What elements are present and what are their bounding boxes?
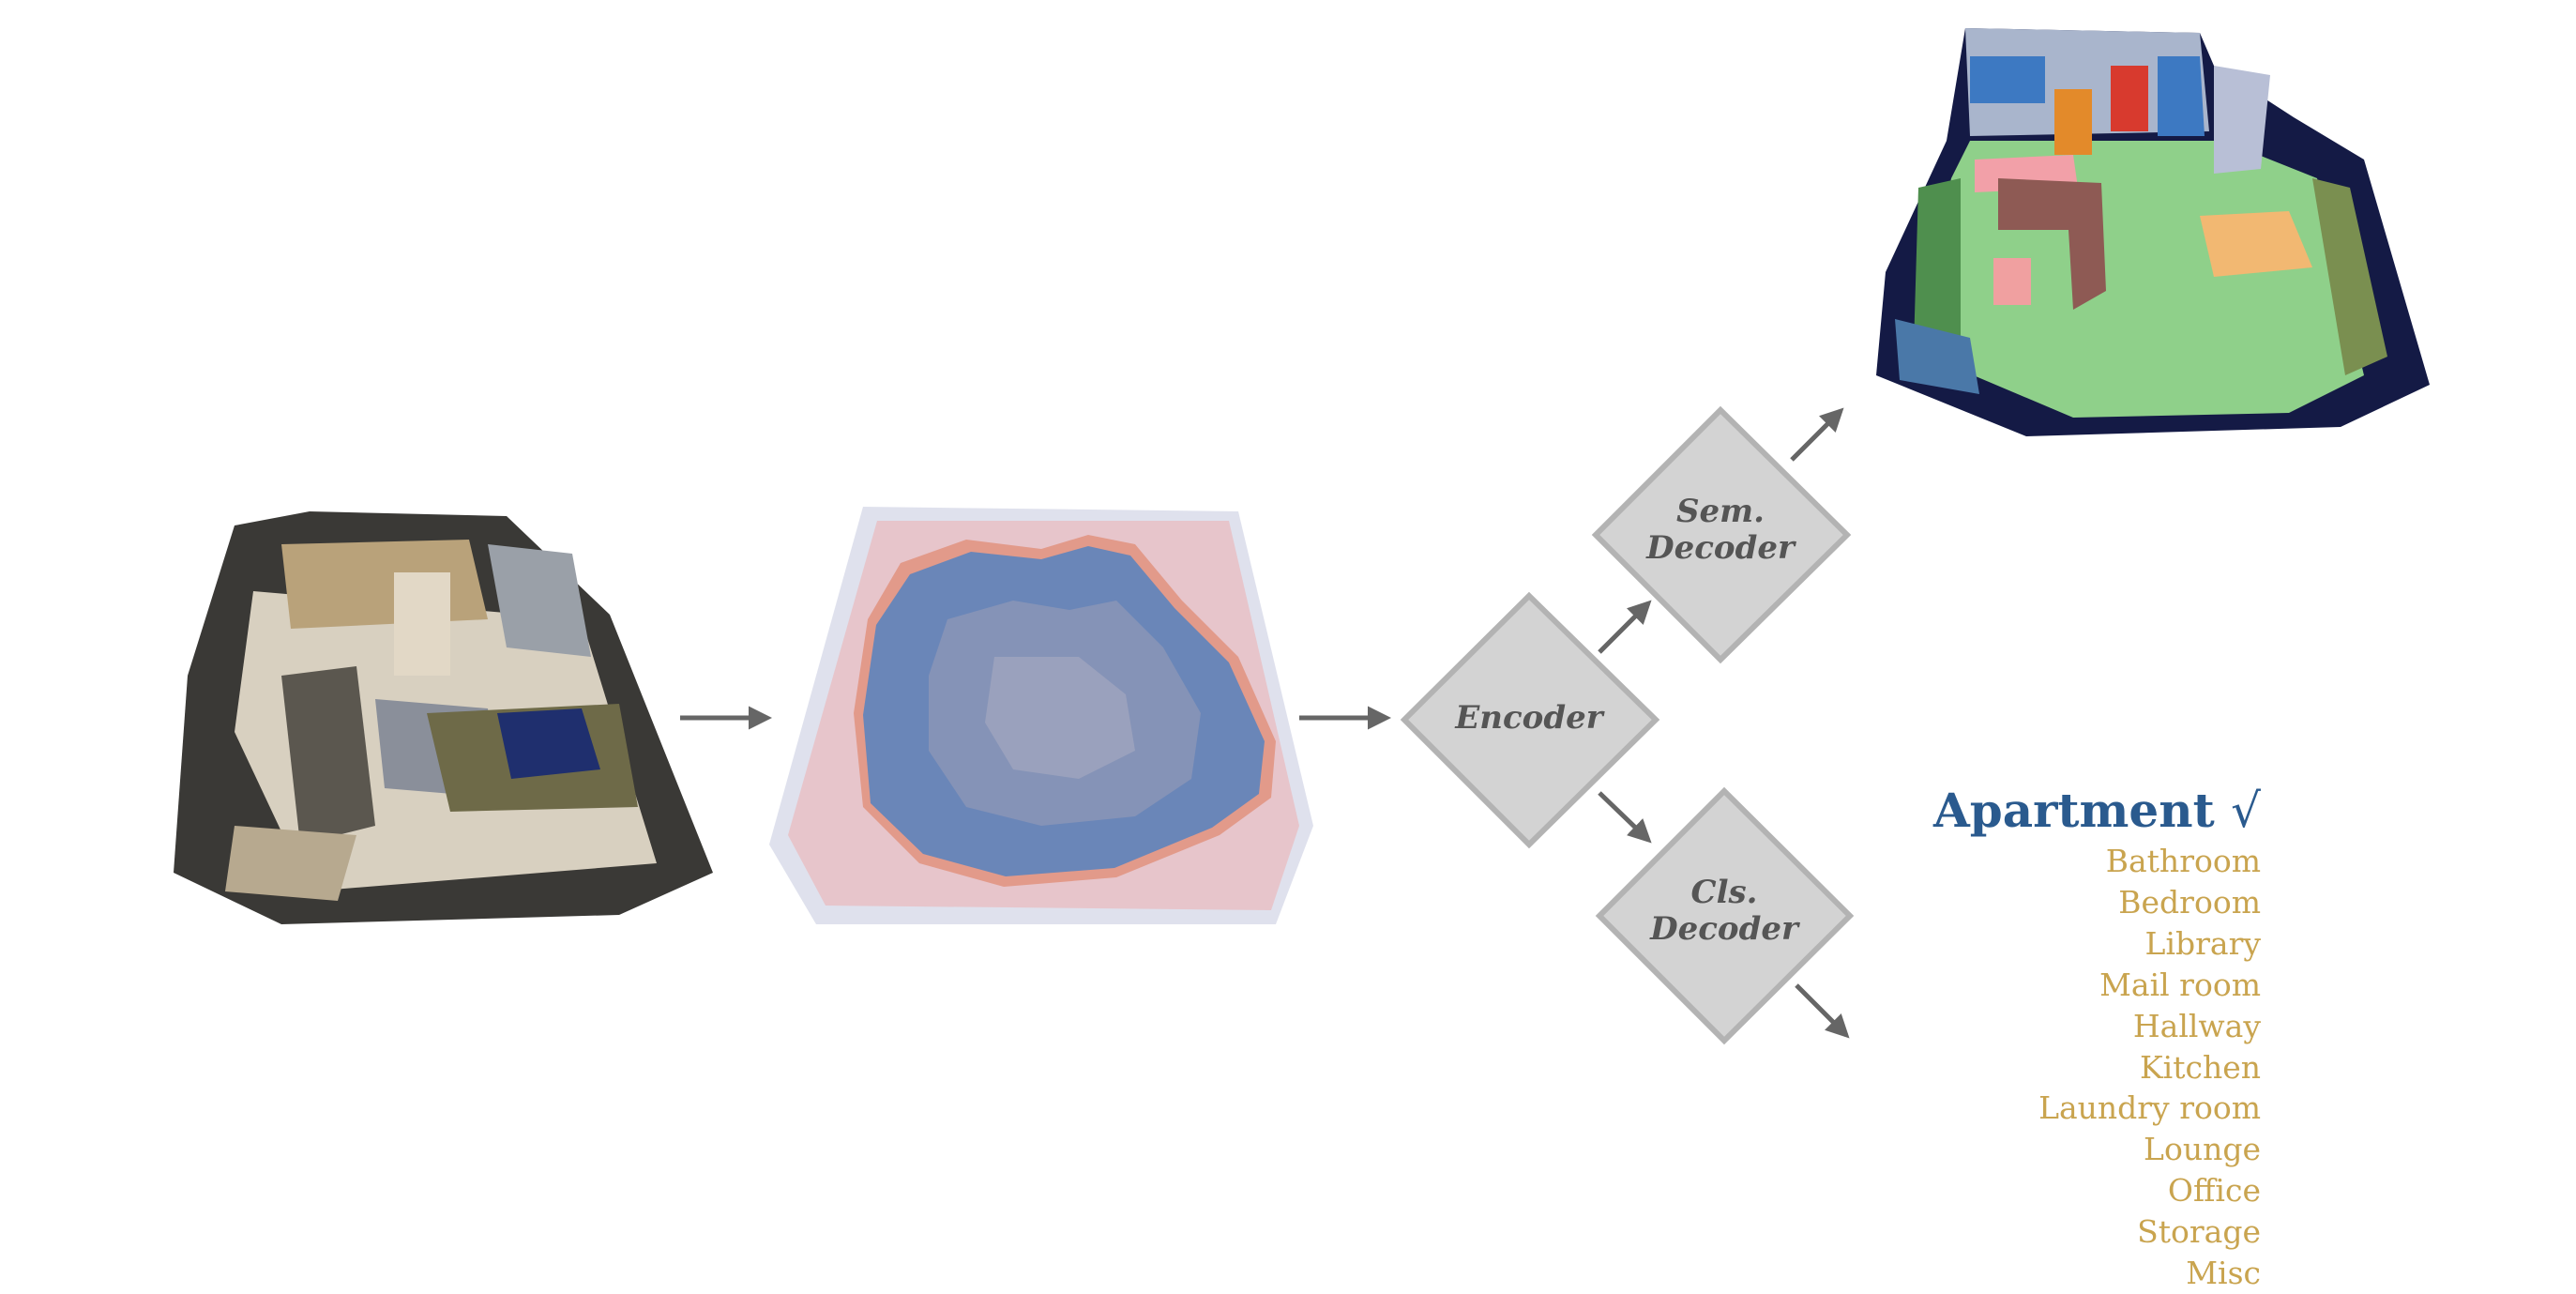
input-point-cloud-image [174,511,713,924]
arrow-sem-decoder-to-output [1790,407,1844,462]
arrow-encoder-to-cls-decoder [1598,791,1652,844]
class-item: Library [2144,924,2261,962]
class-item: Mail room [2099,966,2261,1003]
predicted-class: Apartment √ [1933,781,2261,841]
sem-decoder-block [1591,405,1852,664]
voxel-representation-image [769,507,1313,924]
arrow-cls-decoder-to-output [1795,983,1850,1039]
semantic-segmentation-output-image [1876,28,2430,436]
arrow-encoder-to-sem-decoder [1598,600,1652,654]
class-item: Bathroom [2105,843,2261,879]
cls-decoder-block [1595,786,1855,1045]
class-item: Office [2167,1172,2261,1210]
cls-decoder-label-line2: Decoder [1650,910,1798,949]
sem-decoder-label-line2: Decoder [1646,529,1795,568]
encoder-block [1400,591,1660,849]
class-item: Laundry room [2038,1089,2261,1127]
class-item: Lounge [2144,1131,2261,1168]
encoder-label: Encoder [1417,699,1642,737]
class-item: Bedroom [2118,883,2261,921]
cls-decoder-label-line1: Cls. [1690,874,1758,911]
sem-decoder-label-line1: Sem. [1676,493,1765,530]
check-mark-icon: √ [2231,784,2261,838]
class-item: Hallway [2132,1007,2261,1044]
cls-decoder-label: Cls. Decoder [1612,874,1837,949]
encoder-label-text: Encoder [1455,699,1603,737]
predicted-class-label: Apartment [1932,783,2215,838]
class-item: Kitchen [2140,1048,2261,1086]
sem-decoder-label: Sem. Decoder [1608,493,1833,568]
class-item: Misc [2186,1255,2261,1292]
class-item: Storage [2137,1213,2261,1251]
